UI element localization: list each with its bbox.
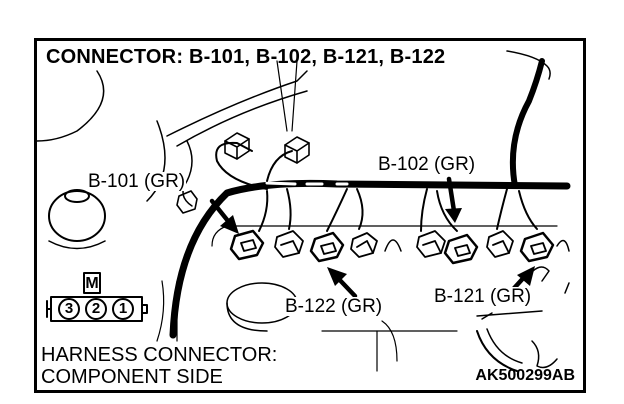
harness-illustration [37, 50, 571, 372]
footer-line-1: HARNESS CONNECTOR: [41, 344, 278, 366]
connector-label-b121: B-121 (GR) [433, 286, 533, 307]
figure-code: AK500299AB [475, 367, 575, 384]
pin-key-label: M [85, 275, 99, 292]
connector-label-b122: B-122 (GR) [284, 296, 384, 317]
pin-label: 1 [118, 300, 128, 317]
pin-label: 2 [91, 300, 101, 317]
connector-pin-diagram [46, 272, 148, 322]
diagram-title: CONNECTOR: B-101, B-102, B-121, B-122 [46, 46, 446, 68]
connector-label-b101: B-101 (GR) [87, 171, 187, 192]
pin-label: 3 [64, 300, 74, 317]
footer-line-2: COMPONENT SIDE [41, 366, 223, 388]
connector-label-b102: B-102 (GR) [377, 154, 477, 175]
diagram-frame: CONNECTOR: B-101, B-102, B-121, B-122 B-… [34, 38, 586, 393]
